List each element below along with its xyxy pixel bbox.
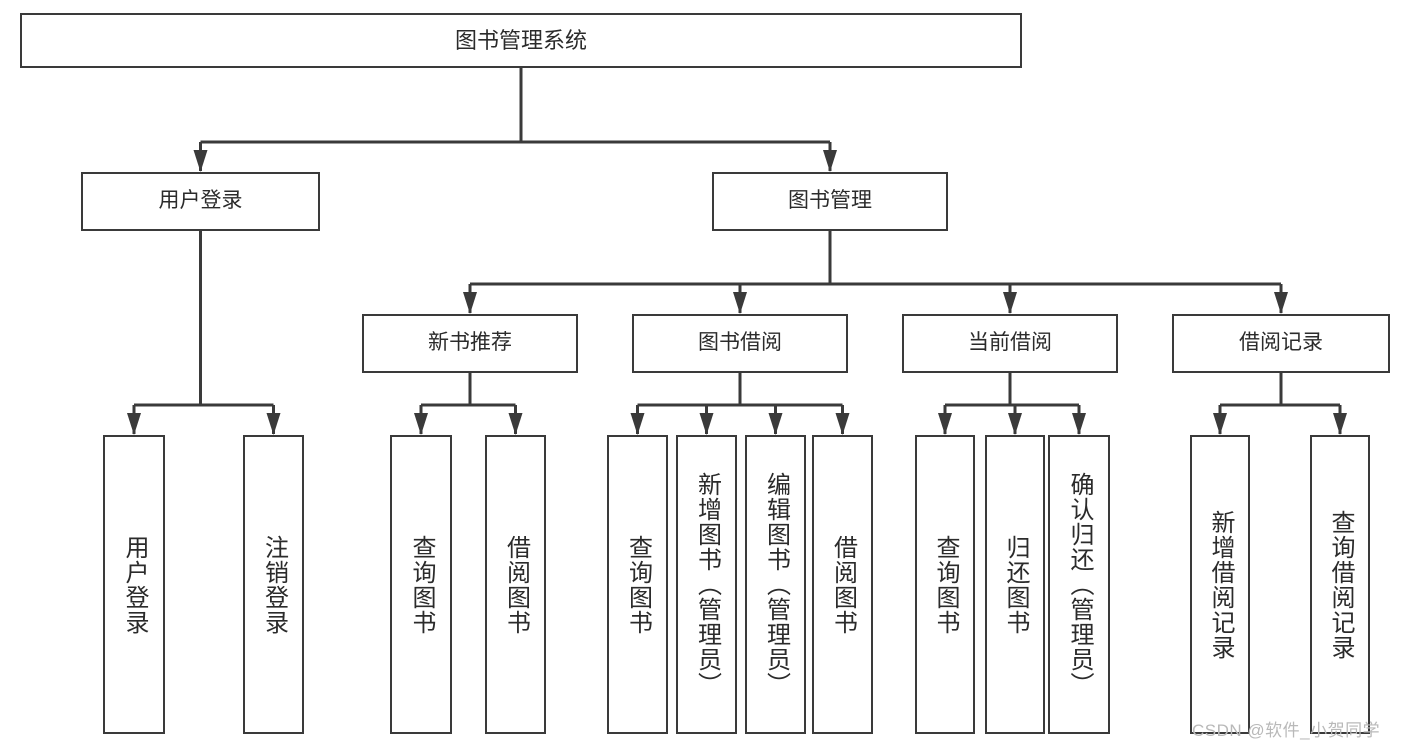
arrowhead	[768, 413, 783, 435]
node-l6[interactable]: 新增图书（管理员）	[676, 435, 737, 734]
node-l8[interactable]: 借阅图书	[812, 435, 873, 734]
arrowhead	[835, 413, 850, 435]
node-label: 新增图书（管理员）	[693, 472, 721, 697]
arrowhead	[1072, 413, 1086, 435]
node-label: 归还图书	[1002, 534, 1029, 635]
node-label: 当前借阅	[968, 331, 1052, 355]
node-l5[interactable]: 查询图书	[607, 435, 668, 734]
arrowhead	[823, 150, 837, 172]
node-newbook[interactable]: 新书推荐	[362, 314, 578, 373]
arrowhead	[127, 413, 141, 435]
node-label: 用户登录	[158, 189, 243, 213]
node-label: 查询图书	[408, 534, 435, 635]
node-label: 图书管理系统	[454, 27, 587, 53]
node-l13[interactable]: 查询借阅记录	[1310, 435, 1370, 734]
node-label: 编辑图书（管理员）	[762, 472, 790, 697]
arrowhead	[733, 292, 747, 314]
node-login[interactable]: 用户登录	[81, 172, 320, 231]
node-label: 新增借阅记录	[1207, 509, 1234, 660]
node-label: 借阅图书	[829, 534, 857, 635]
node-l1[interactable]: 用户登录	[103, 435, 165, 734]
arrowhead	[508, 413, 523, 435]
arrowhead	[938, 413, 952, 435]
node-label: 查询借阅记录	[1327, 509, 1354, 660]
arrowhead	[1213, 413, 1227, 435]
arrowhead	[1274, 292, 1288, 314]
node-label: 新书推荐	[428, 331, 512, 355]
node-l9[interactable]: 查询图书	[915, 435, 975, 734]
node-label: 借阅记录	[1239, 331, 1323, 355]
node-l12[interactable]: 新增借阅记录	[1190, 435, 1250, 734]
arrowhead	[1333, 413, 1347, 435]
node-l10[interactable]: 归还图书	[985, 435, 1045, 734]
arrowhead	[193, 150, 208, 172]
node-label: 图书管理	[788, 189, 872, 213]
node-l4[interactable]: 借阅图书	[485, 435, 546, 734]
node-records[interactable]: 借阅记录	[1172, 314, 1390, 373]
node-l11[interactable]: 确认归还（管理员）	[1048, 435, 1110, 734]
node-borrow[interactable]: 图书借阅	[632, 314, 848, 373]
arrowhead	[463, 292, 477, 314]
arrowhead	[699, 413, 714, 435]
node-label: 用户登录	[121, 534, 148, 635]
arrowhead	[1008, 413, 1022, 435]
node-current[interactable]: 当前借阅	[902, 314, 1118, 373]
node-l7[interactable]: 编辑图书（管理员）	[745, 435, 806, 734]
node-root[interactable]: 图书管理系统	[20, 13, 1022, 68]
node-label: 确认归还（管理员）	[1066, 472, 1093, 697]
node-label: 查询图书	[932, 534, 959, 635]
node-label: 图书借阅	[698, 331, 782, 355]
node-bookmgmt[interactable]: 图书管理	[712, 172, 948, 231]
arrowhead	[414, 413, 428, 435]
watermark-text: CSDN @软件_小贺同学	[1192, 721, 1381, 740]
arrowhead	[266, 413, 281, 435]
arrowhead	[1003, 292, 1017, 314]
node-label: 注销登录	[260, 534, 288, 635]
node-label: 借阅图书	[502, 534, 530, 635]
node-label: 查询图书	[624, 534, 652, 635]
node-l2[interactable]: 注销登录	[243, 435, 304, 734]
node-l3[interactable]: 查询图书	[390, 435, 452, 734]
arrowhead	[630, 413, 645, 435]
